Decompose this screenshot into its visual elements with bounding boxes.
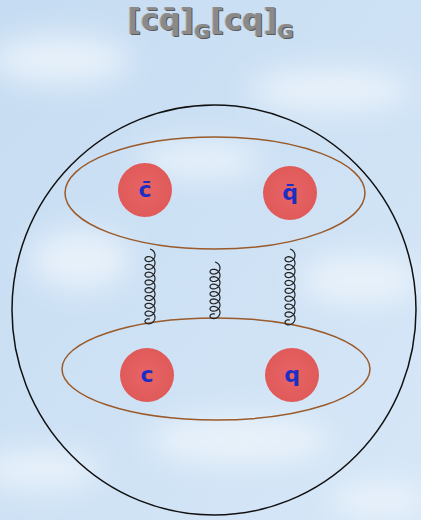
title-subscript: G: [194, 19, 210, 43]
title-row: [c̄q̄]G[cq]G: [0, 2, 421, 43]
quark-label: q̄: [282, 182, 298, 204]
title-subscript: G: [277, 19, 293, 43]
outer-ellipse: [12, 105, 416, 515]
quark-circle: c: [120, 348, 174, 402]
quark-label: c̄: [138, 179, 151, 201]
top-pair-ellipse: [65, 137, 365, 249]
quark-circle: c̄: [118, 163, 172, 217]
bottom-pair-ellipse: [62, 318, 370, 420]
quark-label: c: [140, 364, 153, 386]
title-bracket: [c̄q̄]: [127, 2, 194, 37]
gluon-springs: [145, 249, 295, 325]
cloud-texture: [0, 35, 421, 518]
quark-circle: q̄: [263, 166, 317, 220]
title-bracket: [cq]: [211, 2, 278, 37]
quark-label: q: [284, 364, 300, 386]
gluon-coil: [145, 249, 155, 324]
gluon-coil: [285, 249, 295, 325]
gluon-coil: [210, 262, 220, 319]
quark-circle: q: [265, 348, 319, 402]
